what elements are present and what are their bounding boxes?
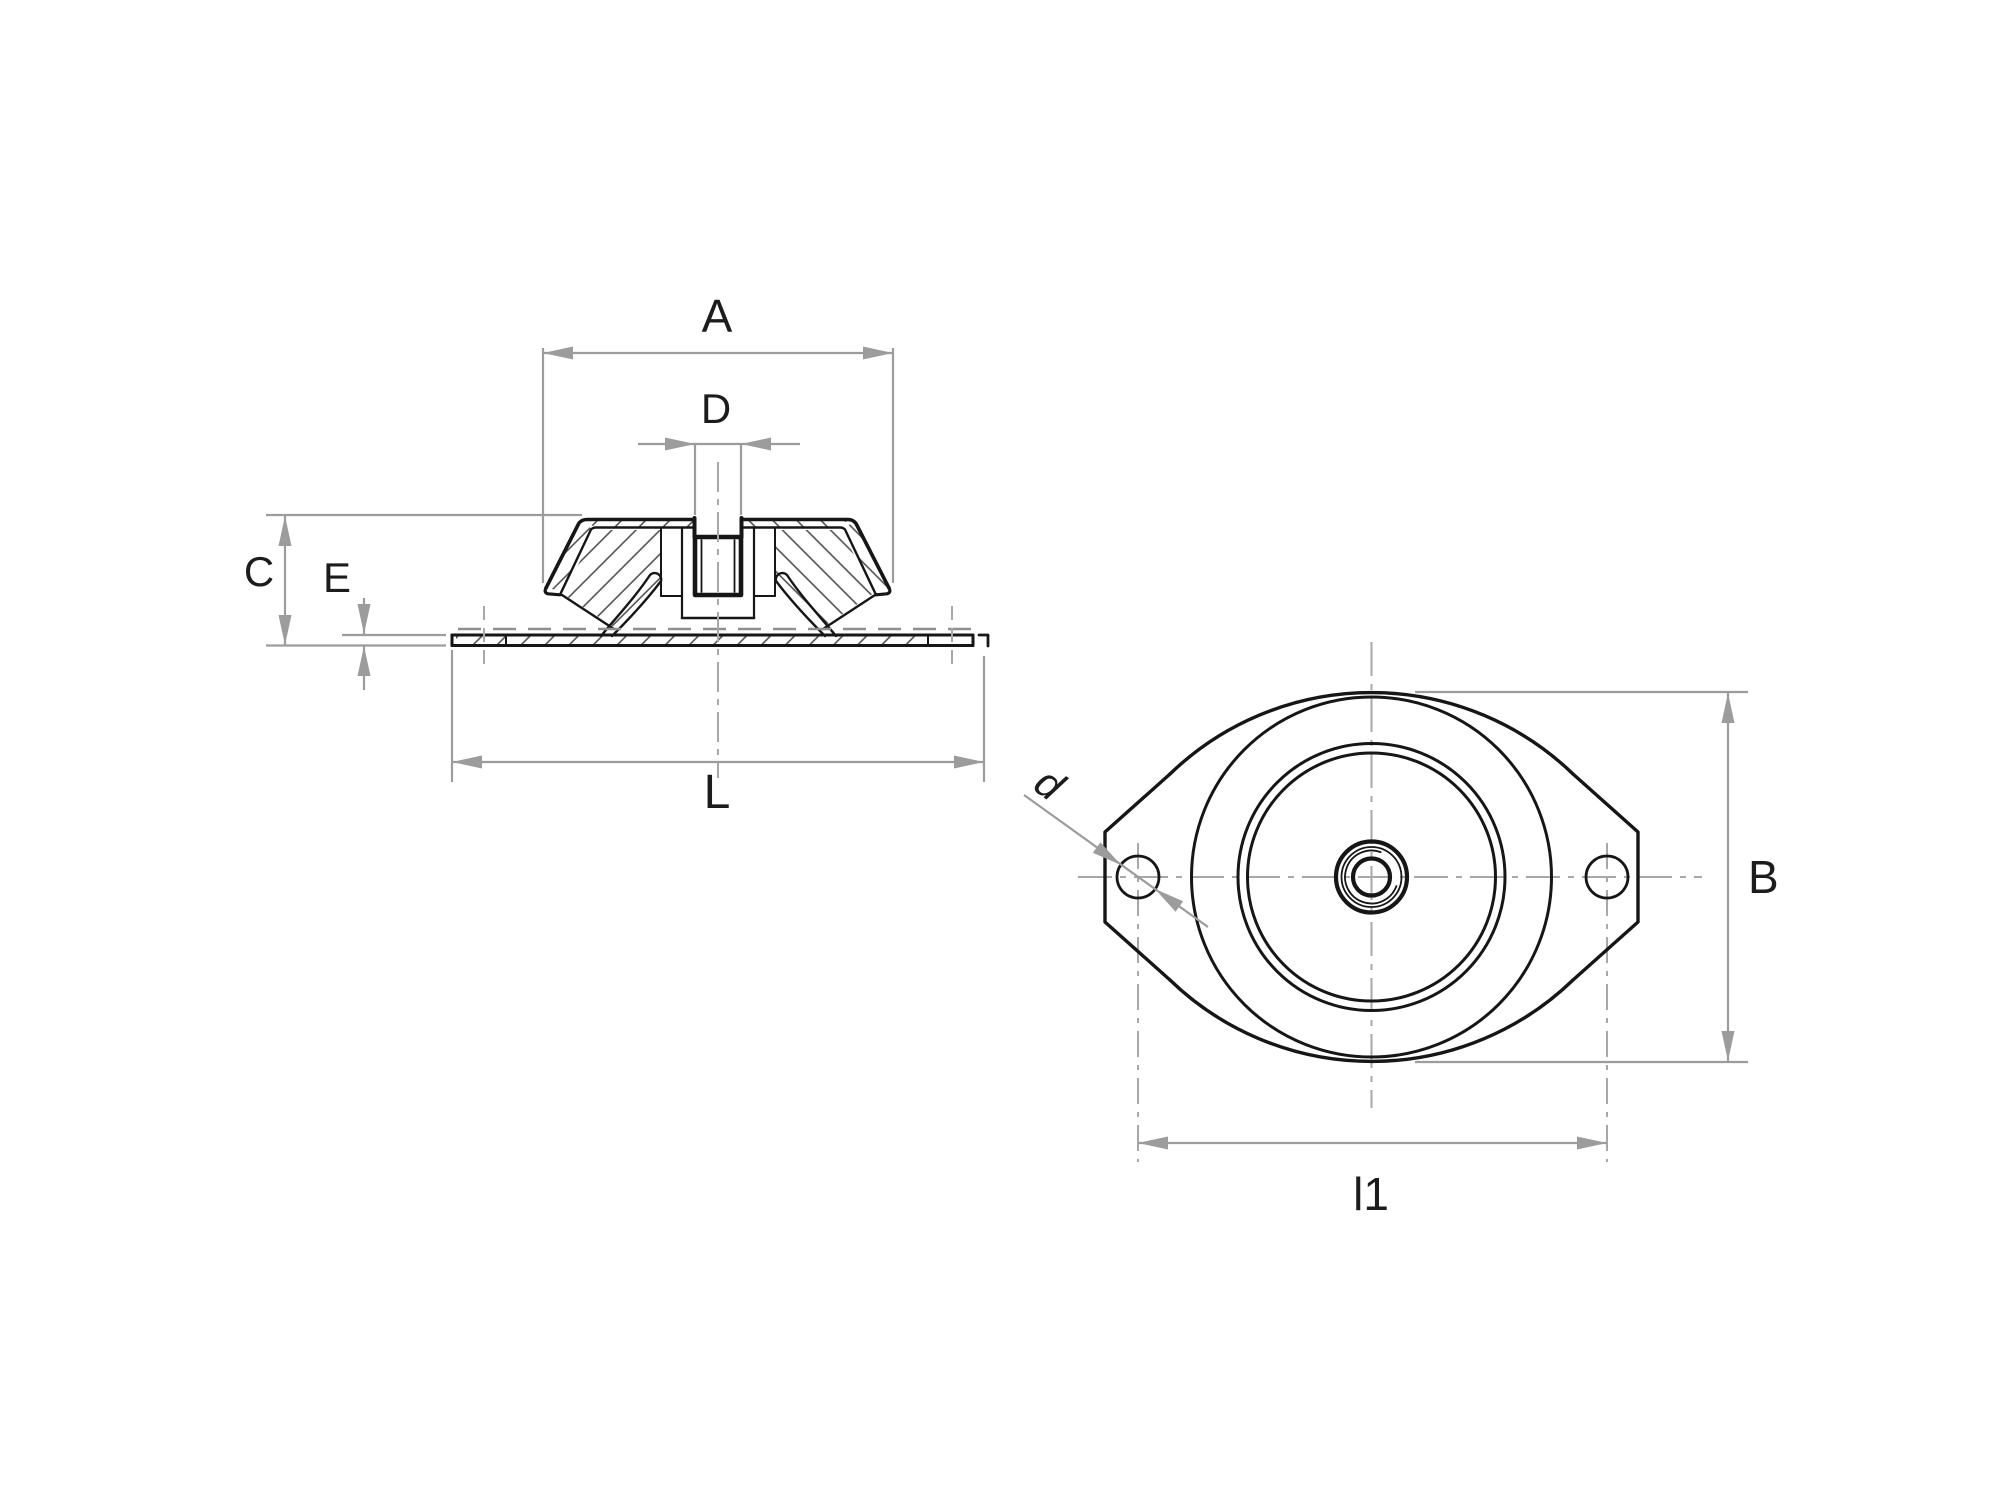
side-section-view: A D C E xyxy=(244,290,990,819)
dim-L: L xyxy=(450,650,986,819)
dim-C-label: C xyxy=(244,548,274,595)
dim-A-label: A xyxy=(702,290,733,342)
metal-band-hatch xyxy=(456,520,927,645)
mount-outline xyxy=(1103,690,1640,1064)
dim-D-label: D xyxy=(701,385,731,432)
base-plate xyxy=(450,633,990,648)
dim-D: D xyxy=(638,385,800,515)
top-view: d B l1 xyxy=(1023,642,1779,1220)
dim-E: E xyxy=(323,554,446,690)
dim-A: A xyxy=(541,290,895,583)
dim-B-label: B xyxy=(1748,851,1779,903)
dim-l1-label: l1 xyxy=(1353,1168,1389,1220)
dim-l1: l1 xyxy=(1138,1136,1607,1220)
dim-C: C xyxy=(244,513,582,647)
left-bolt-hole xyxy=(1115,854,1161,900)
dim-B: B xyxy=(1415,690,1779,1064)
top-plate-inner-circle xyxy=(1246,751,1497,1003)
dim-E-label: E xyxy=(323,554,351,601)
rubber-outer-circle xyxy=(1190,695,1553,1059)
top-plate-outer-circle xyxy=(1236,742,1507,1012)
central-threaded-hole xyxy=(1333,839,1410,915)
right-bolt-hole xyxy=(1584,854,1630,900)
rubber-hatch-right xyxy=(775,530,874,627)
dim-d: d xyxy=(1023,758,1209,928)
rubber-lower-edges xyxy=(560,571,877,638)
rubber-hatch-left xyxy=(563,530,661,627)
dim-L-label: L xyxy=(704,766,731,819)
top-hat-plate xyxy=(543,517,892,597)
plate-break-mark xyxy=(977,633,990,648)
